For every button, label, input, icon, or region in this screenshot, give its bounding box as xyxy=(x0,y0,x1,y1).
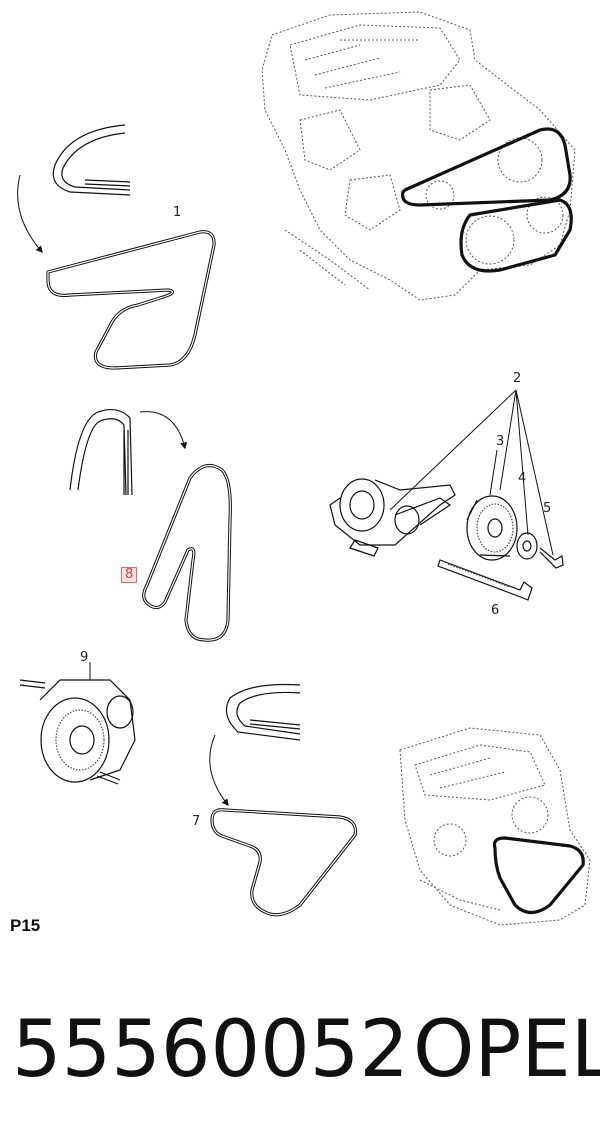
belt-1-group xyxy=(17,124,216,370)
part-line: 55560052 OPEL xyxy=(0,995,600,1105)
callout-5: 5 xyxy=(543,501,552,516)
callout-2: 2 xyxy=(513,371,522,386)
engine-belt-bottom xyxy=(492,836,585,915)
brand-name: OPEL xyxy=(413,1005,600,1095)
belt-7-group xyxy=(209,683,358,917)
part-number: 55560052 xyxy=(12,1005,410,1095)
callout-9: 9 xyxy=(80,650,89,665)
callout-6: 6 xyxy=(491,603,500,618)
engine-belt-lower xyxy=(459,198,573,273)
callout-8-highlighted[interactable]: 8 xyxy=(121,567,138,583)
callout-4: 4 xyxy=(518,471,527,486)
callout-3: 3 xyxy=(496,434,505,449)
sheet-code: P15 xyxy=(10,916,41,935)
belt-drive-diagram xyxy=(17,11,591,926)
engine-belt-upper xyxy=(401,127,572,207)
belt-1 xyxy=(46,230,216,370)
engine-illustration-top xyxy=(261,11,576,301)
belt-8-group xyxy=(69,408,232,642)
engine-illustration-bottom xyxy=(399,727,591,926)
tensioner-assembly xyxy=(329,389,564,601)
callout-7: 7 xyxy=(192,814,201,829)
tensioner-9 xyxy=(19,662,136,785)
callout-1: 1 xyxy=(173,205,182,220)
